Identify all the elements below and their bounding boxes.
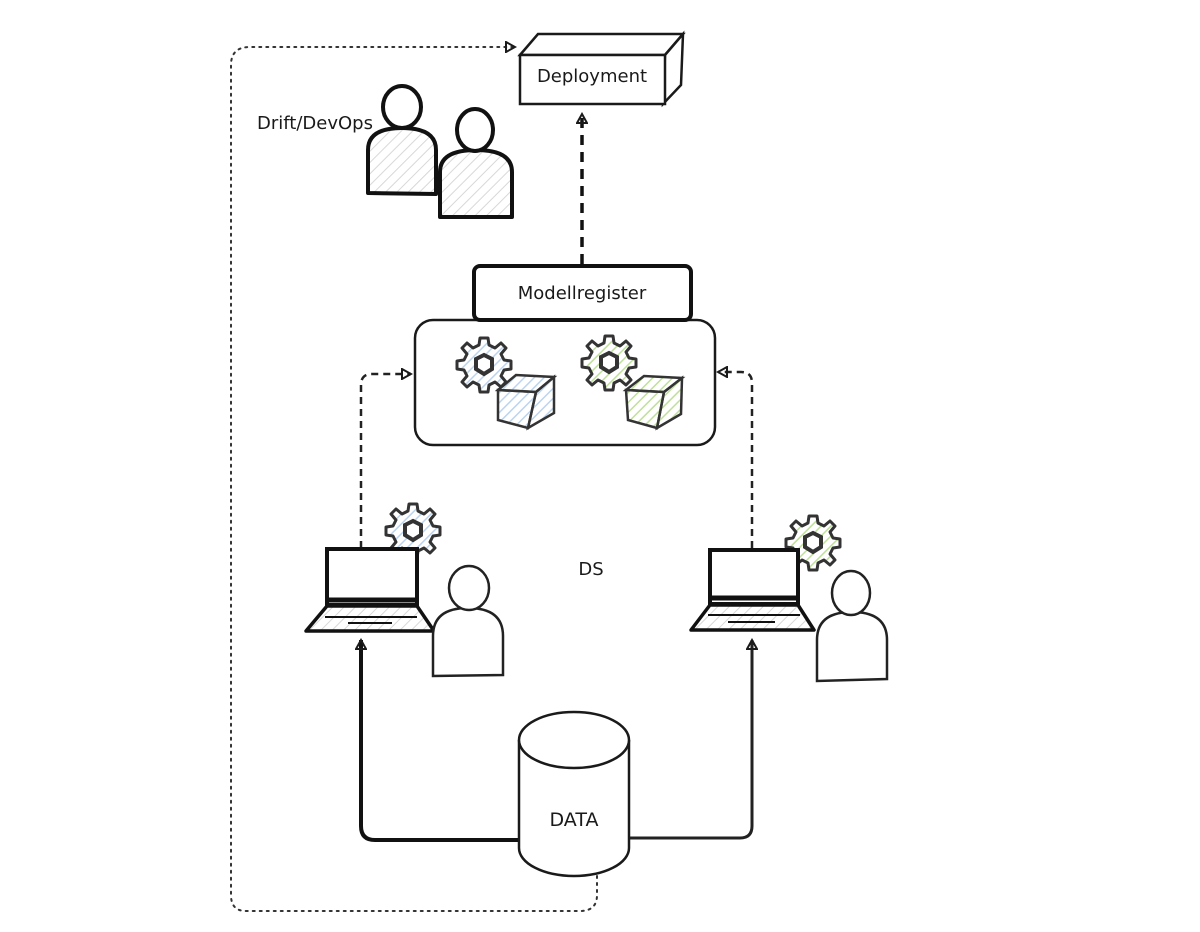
drift-devops-label: Drift/DevOps <box>257 113 373 134</box>
ds-left-node[interactable] <box>304 502 505 678</box>
ds-label: DS <box>578 559 603 580</box>
laptop-icon <box>689 548 816 632</box>
cube-icon <box>494 373 558 431</box>
deployment-label: Deployment <box>537 66 647 87</box>
ds-right-node[interactable] <box>689 514 889 683</box>
edge-ds-left-to-registry <box>359 374 411 548</box>
drift-devops-group: Drift/DevOps <box>257 84 514 219</box>
model-registry-label: Modellregister <box>518 283 647 304</box>
model-registry-node[interactable]: Modellregister <box>413 264 717 447</box>
person-icon <box>438 107 514 219</box>
person-icon <box>431 564 505 678</box>
edge-ds-right-to-registry <box>718 372 754 548</box>
edge-data-to-deployment <box>230 47 598 912</box>
person-icon <box>815 569 889 683</box>
edge-data-to-ds-right <box>628 640 752 840</box>
gear-icon <box>580 334 638 392</box>
person-icon <box>366 84 438 196</box>
gear-icon <box>455 336 513 394</box>
deployment-node[interactable]: Deployment <box>517 30 686 108</box>
model-b[interactable] <box>580 334 686 431</box>
data-node[interactable]: DATA <box>517 710 631 878</box>
laptop-icon <box>304 547 436 633</box>
edge-data-to-ds-left <box>361 640 520 842</box>
cube-icon <box>622 374 686 431</box>
data-label: DATA <box>550 809 599 831</box>
model-a[interactable] <box>455 336 558 431</box>
